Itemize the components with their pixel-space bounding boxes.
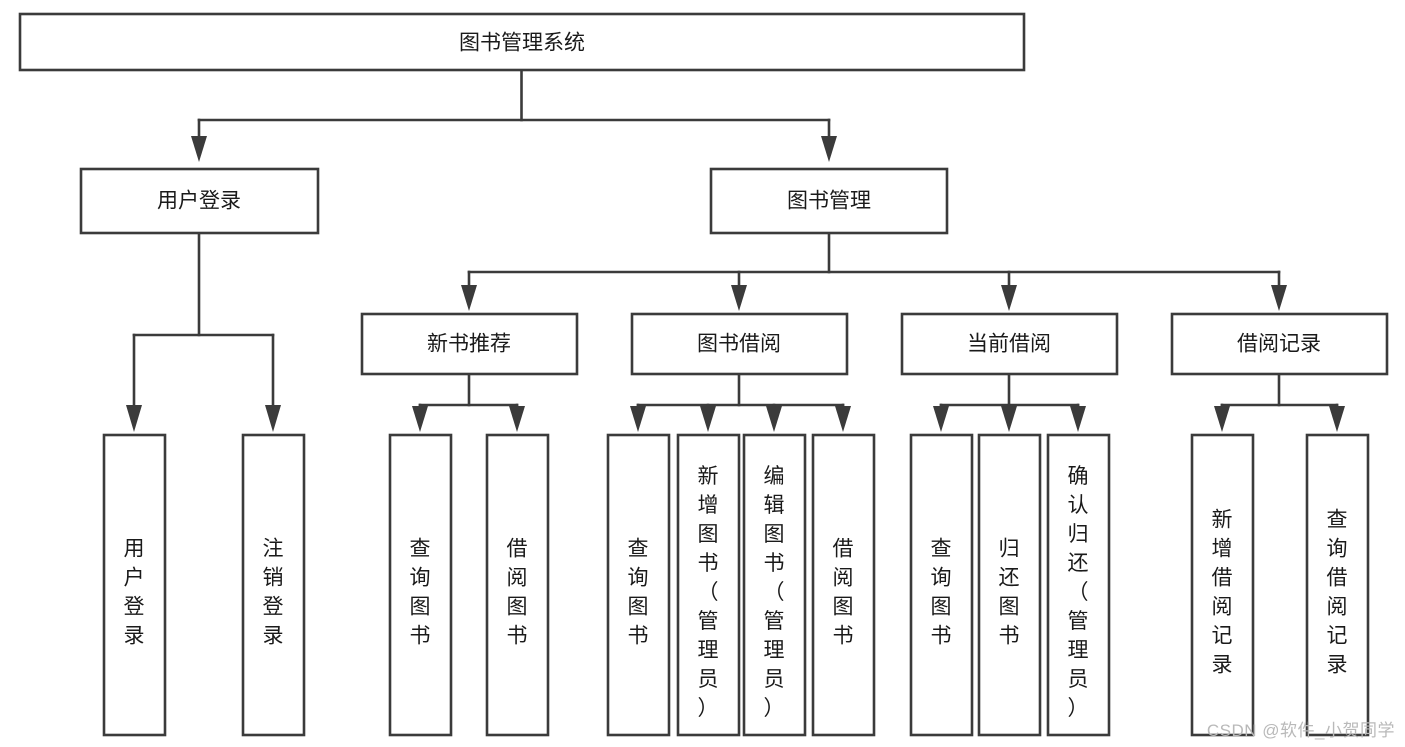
- arrowhead-borrow-l1: [630, 406, 646, 432]
- leaf-borrow-book-b-box[interactable]: [811, 433, 876, 737]
- arrowhead-records-l2: [1329, 406, 1345, 432]
- leaf-add-book-label: 新增图书（管理员）: [698, 465, 719, 720]
- leaf-node-query-record[interactable]: 查询借阅记录: [1305, 433, 1370, 737]
- node-user-login-label: 用户登录: [157, 190, 241, 213]
- leaf-confirm-return-box[interactable]: [1046, 433, 1111, 737]
- leaf-borrow-book-a-label: 借阅图书: [507, 537, 528, 647]
- leaf-user-login-box[interactable]: [102, 433, 167, 737]
- leaf-logout-label: 注销登录: [263, 537, 284, 647]
- node-current-borrow[interactable]: 当前借阅: [900, 312, 1119, 376]
- arrowhead-root-to-login: [191, 136, 207, 162]
- leaf-node-user-login[interactable]: 用户登录: [102, 433, 167, 737]
- leaf-node-edit-book[interactable]: 编辑图书（管理员）: [742, 433, 807, 737]
- arrowhead-books-c1: [461, 285, 477, 311]
- leaf-add-record-label: 新增借阅记录: [1212, 508, 1233, 676]
- arrowhead-books-c4: [1271, 285, 1287, 311]
- node-book-borrow-label: 图书借阅: [697, 333, 781, 356]
- leaf-edit-book-box[interactable]: [742, 433, 807, 737]
- arrowhead-newbooks-l2: [509, 406, 525, 432]
- node-root[interactable]: 图书管理系统: [18, 12, 1026, 72]
- arrowhead-current-l3: [1070, 406, 1086, 432]
- leaf-query-book-c-box[interactable]: [909, 433, 974, 737]
- leaf-logout-box[interactable]: [241, 433, 306, 737]
- leaf-user-login-label: 用户登录: [124, 537, 145, 647]
- leaf-node-return-book[interactable]: 归还图书: [977, 433, 1042, 737]
- arrowhead-root-to-books: [821, 136, 837, 162]
- leaf-node-add-book[interactable]: 新增图书（管理员）: [676, 433, 741, 737]
- leaf-node-borrow-book-b[interactable]: 借阅图书: [811, 433, 876, 737]
- edge-group-login: [126, 231, 281, 432]
- node-current-borrow-box[interactable]: [900, 312, 1119, 376]
- arrowhead-records-l1: [1214, 406, 1230, 432]
- node-current-borrow-label: 当前借阅: [967, 333, 1051, 356]
- leaf-query-book-c-label: 查询图书: [931, 537, 952, 647]
- leaf-query-book-a-box[interactable]: [388, 433, 453, 737]
- leaf-node-query-book-a[interactable]: 查询图书: [388, 433, 453, 737]
- node-book-management-label: 图书管理: [787, 190, 871, 213]
- edge-group-borrow: [630, 372, 851, 432]
- leaf-node-logout[interactable]: 注销登录: [241, 433, 306, 737]
- leaf-query-record-box[interactable]: [1305, 433, 1370, 737]
- node-borrow-records-label: 借阅记录: [1237, 333, 1321, 356]
- edge-group-root: [191, 68, 837, 162]
- leaf-return-book-label: 归还图书: [999, 537, 1020, 647]
- leaf-node-query-book-b[interactable]: 查询图书: [606, 433, 671, 737]
- leaf-node-confirm-return[interactable]: 确认归还（管理员）: [1046, 433, 1111, 737]
- leaf-return-book-box[interactable]: [977, 433, 1042, 737]
- arrowhead-login-leaf2: [265, 405, 281, 432]
- leaf-add-record-box[interactable]: [1190, 433, 1255, 737]
- leaf-query-book-b-label: 查询图书: [628, 537, 649, 647]
- arrowhead-books-c2: [731, 285, 747, 311]
- arrowhead-borrow-l4: [835, 406, 851, 432]
- leaf-confirm-return-label: 确认归还（管理员）: [1068, 465, 1089, 720]
- node-borrow-records[interactable]: 借阅记录: [1170, 312, 1389, 376]
- leaf-query-book-b-box[interactable]: [606, 433, 671, 737]
- watermark-text: CSDN @软件_小贺同学: [1206, 721, 1395, 740]
- node-borrow-records-box[interactable]: [1170, 312, 1389, 376]
- arrowhead-current-l2: [1001, 406, 1017, 432]
- node-user-login-box[interactable]: [79, 167, 320, 235]
- node-root-box[interactable]: [18, 12, 1026, 72]
- node-book-management-box[interactable]: [709, 167, 949, 235]
- edge-group-books: [461, 231, 1287, 311]
- arrowhead-borrow-l2: [700, 406, 716, 432]
- node-new-book-recommend-label: 新书推荐: [427, 333, 511, 356]
- leaf-node-add-record[interactable]: 新增借阅记录: [1190, 433, 1255, 737]
- edge-group-current: [933, 372, 1086, 432]
- leaf-edit-book-label: 编辑图书（管理员）: [764, 465, 785, 720]
- node-user-login[interactable]: 用户登录: [79, 167, 320, 235]
- leaf-borrow-book-b-label: 借阅图书: [833, 537, 854, 647]
- node-new-book-recommend-box[interactable]: [360, 312, 579, 376]
- node-book-management[interactable]: 图书管理: [709, 167, 949, 235]
- leaf-node-query-book-c[interactable]: 查询图书: [909, 433, 974, 737]
- arrowhead-borrow-l3: [766, 406, 782, 432]
- leaf-query-book-a-label: 查询图书: [410, 537, 431, 647]
- node-new-book-recommend[interactable]: 新书推荐: [360, 312, 579, 376]
- arrowhead-login-leaf1: [126, 405, 142, 432]
- leaf-node-borrow-book-a[interactable]: 借阅图书: [485, 433, 550, 737]
- node-book-borrow[interactable]: 图书借阅: [630, 312, 849, 376]
- arrowhead-current-l1: [933, 406, 949, 432]
- edge-group-newbooks: [412, 372, 525, 432]
- node-root-label: 图书管理系统: [459, 32, 585, 55]
- leaf-add-book-box[interactable]: [676, 433, 741, 737]
- arrowhead-books-c3: [1001, 285, 1017, 311]
- leaf-query-record-label: 查询借阅记录: [1327, 508, 1348, 676]
- edge-group-records: [1214, 372, 1345, 432]
- node-book-borrow-box[interactable]: [630, 312, 849, 376]
- leaf-borrow-book-a-box[interactable]: [485, 433, 550, 737]
- arrowhead-newbooks-l1: [412, 406, 428, 432]
